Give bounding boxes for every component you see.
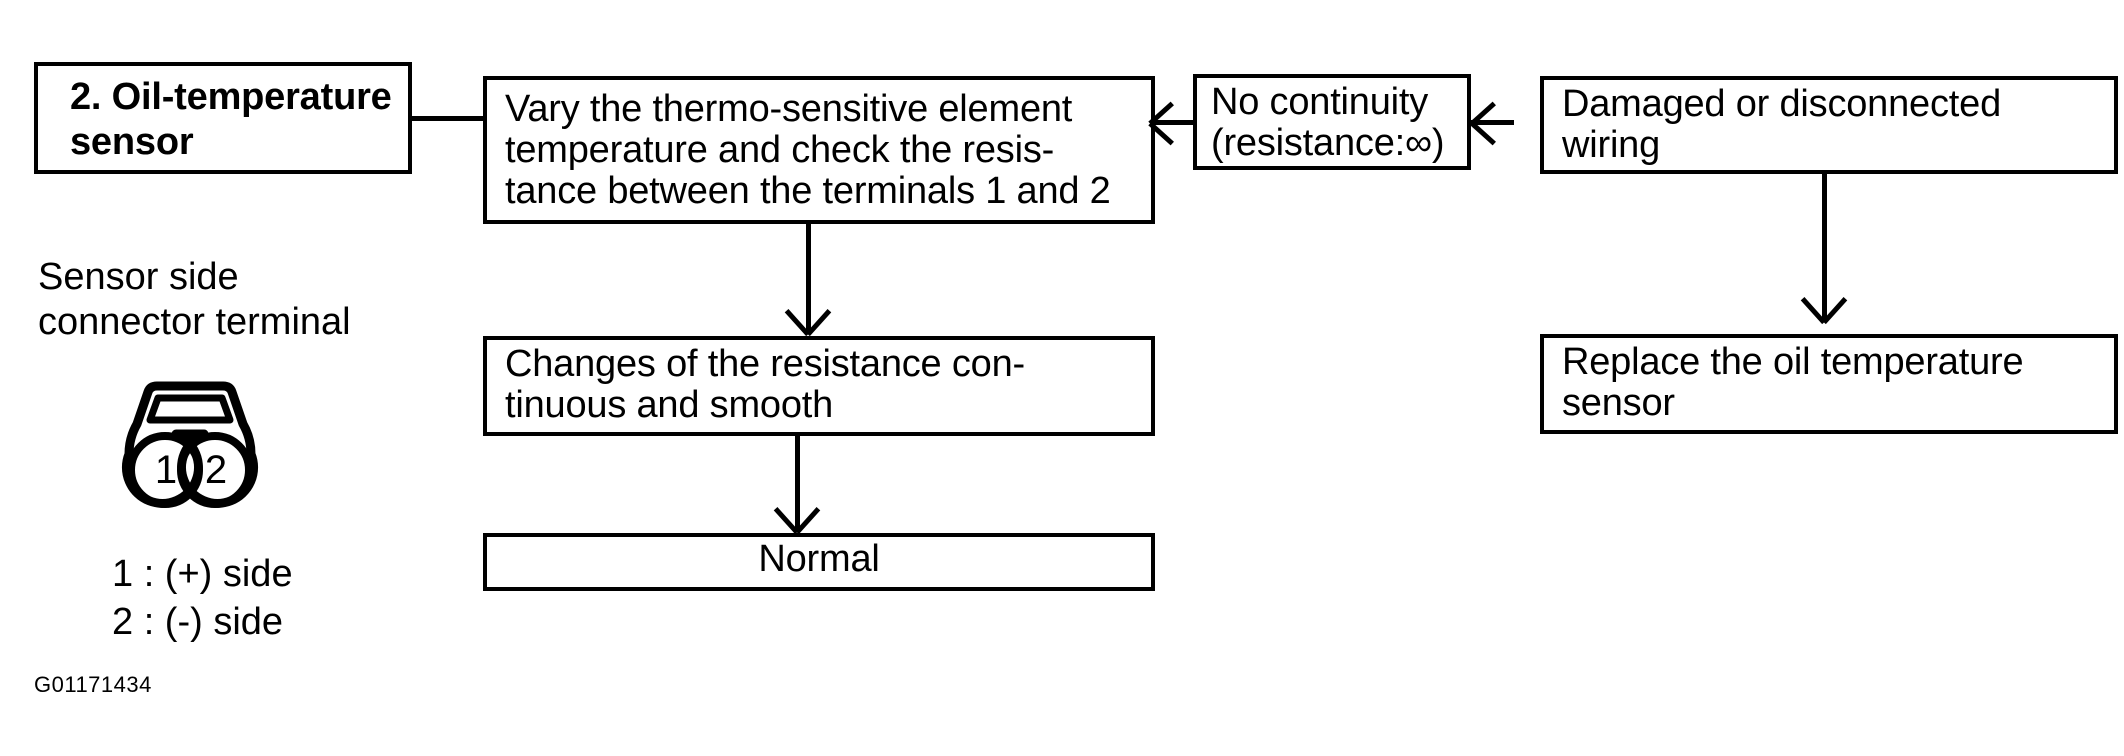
arrowhead-lower-no-continuity-to-damaged: [1470, 121, 1496, 146]
terminal-number-1: 1: [154, 448, 178, 492]
connector-shape-icon: [121, 381, 259, 508]
box-oil-temperature-sensor: 2. Oil-temperature sensor: [34, 62, 412, 174]
legend-terminal-2: 2 : (-) side: [112, 601, 284, 643]
connector-line-resistance-change-to-normal: [795, 436, 800, 532]
connector-pictogram: 1 2: [110, 380, 270, 525]
box-damaged-wiring: Damaged or disconnected wiring: [1540, 76, 2118, 174]
legend-terminal-1: 1 : (+) side: [112, 553, 293, 595]
connector-line-damaged-to-replace: [1822, 174, 1827, 322]
box-resistance-change: Changes of the resistance con- tinuous a…: [483, 336, 1155, 436]
sensor-connector-caption: Sensor side connector terminal: [38, 256, 351, 343]
box-no-continuity: No continuity (resistance:∞): [1193, 74, 1471, 170]
connector-line-check-to-no-continuity: [1153, 120, 1195, 125]
figure-code: G01171434: [34, 672, 152, 697]
connector-line-sensor-to-check: [410, 116, 486, 121]
box-replace-sensor: Replace the oil temperature sensor: [1540, 334, 2118, 434]
connector-line-check-to-resistance-change: [806, 224, 811, 334]
box-vary-temperature-check: Vary the thermo-sensitive element temper…: [483, 76, 1155, 224]
connector-line-no-continuity-to-damaged: [1468, 120, 1514, 125]
box-normal: Normal: [483, 533, 1155, 591]
terminal-number-2: 2: [204, 448, 228, 492]
